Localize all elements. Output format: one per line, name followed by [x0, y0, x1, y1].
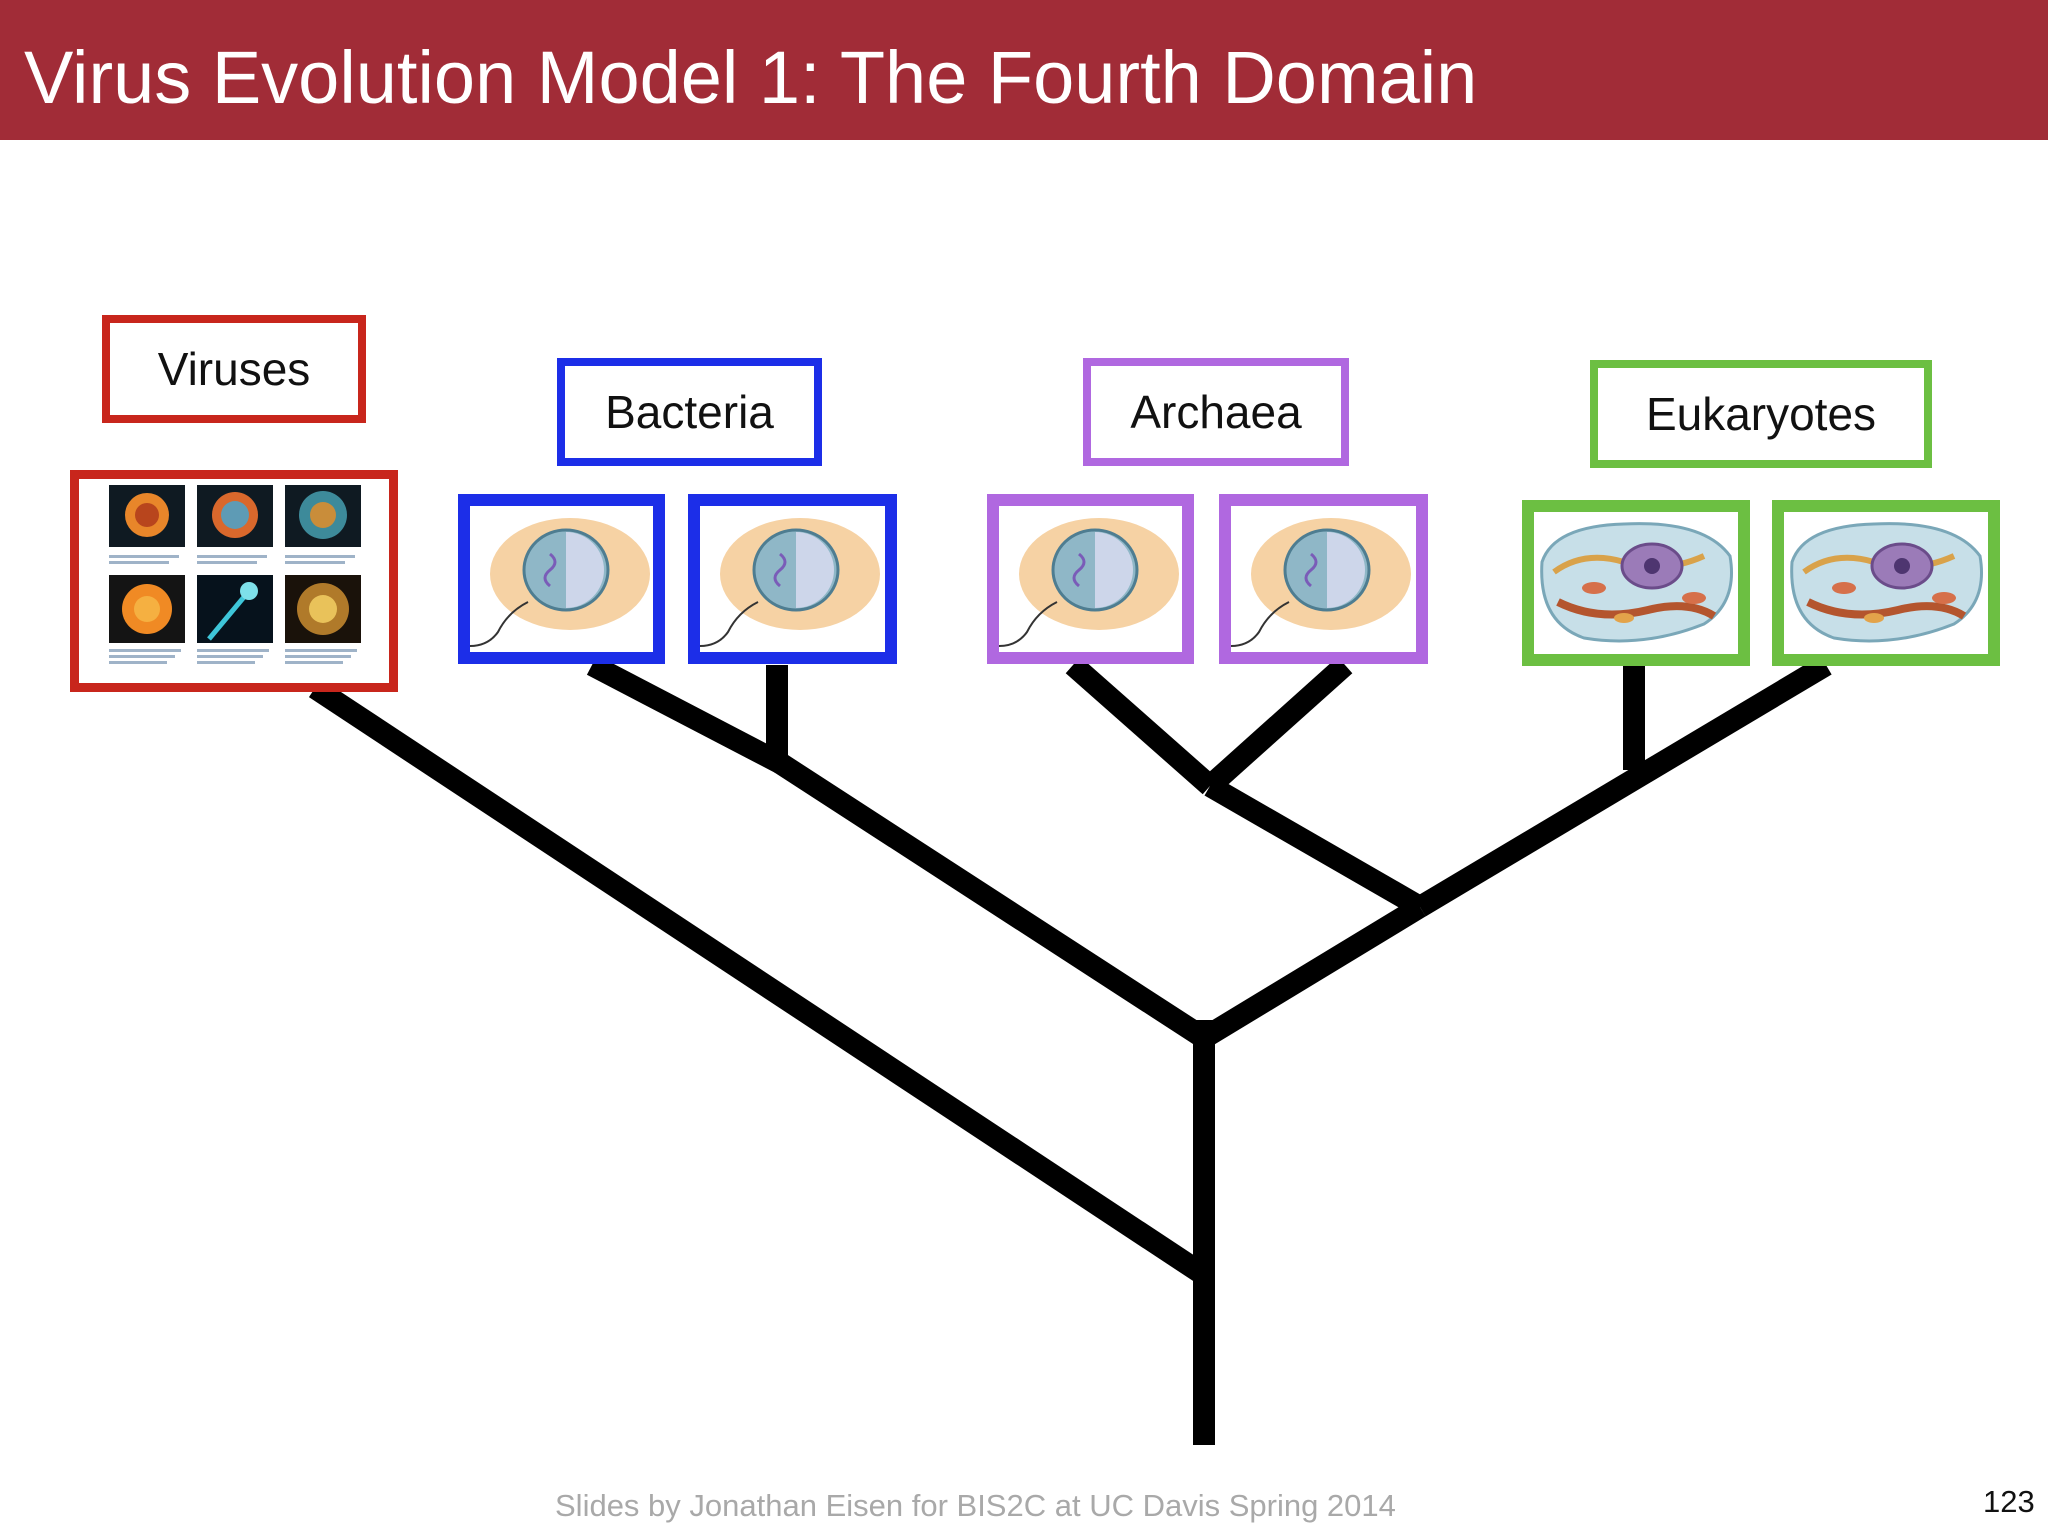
prokaryote-cell-icon	[470, 506, 653, 652]
prokaryote-cell-icon	[1231, 506, 1416, 652]
archaea-label-box: Archaea	[1083, 358, 1349, 466]
bacteria-label-box: Bacteria	[557, 358, 822, 466]
bacteria-image-2	[688, 494, 897, 664]
viruses-label-box: Viruses	[102, 315, 366, 423]
virus-micrograph-icon	[109, 485, 361, 664]
archaea-tip-branch-1	[1065, 656, 1218, 795]
eukaryotes-label: Eukaryotes	[1645, 388, 1877, 440]
eukaryotic-cell-icon	[1534, 512, 1738, 654]
archaea-stem-branch	[1204, 776, 1426, 917]
bacteria-tip-branch-1	[586, 655, 786, 773]
archaea-image-2	[1219, 494, 1428, 664]
prokaryote-cell-icon	[700, 506, 885, 652]
slide-footer: Slides by Jonathan Eisen for BIS2C at UC…	[555, 1488, 1396, 1523]
bacteria-stem-branch	[774, 753, 1210, 1048]
title-bar: Virus Evolution Model 1: The Fourth Doma…	[0, 0, 2048, 140]
viruses-branch	[308, 678, 1211, 1285]
archaea-tip-branch-2	[1202, 656, 1353, 795]
eukaryotes-image-1	[1522, 500, 1750, 666]
eukaryotes-image-2	[1772, 500, 2000, 666]
archaea-label: Archaea	[1130, 386, 1302, 438]
archaea-eukaryote-stem-branch	[1198, 897, 1426, 1048]
eukaryotes-stem-branch	[1414, 655, 1832, 917]
eukaryotes-label-box: Eukaryotes	[1590, 360, 1932, 468]
bacteria-image-1	[458, 494, 665, 664]
prokaryote-cell-icon	[999, 506, 1182, 652]
slide-title: Virus Evolution Model 1: The Fourth Doma…	[24, 36, 1478, 119]
eukaryotic-cell-icon	[1784, 512, 1988, 654]
page-number: 123	[1983, 1484, 2035, 1519]
bacteria-label: Bacteria	[605, 386, 774, 438]
viruses-image	[70, 470, 398, 692]
archaea-image-1	[987, 494, 1194, 664]
viruses-label: Viruses	[157, 343, 311, 395]
